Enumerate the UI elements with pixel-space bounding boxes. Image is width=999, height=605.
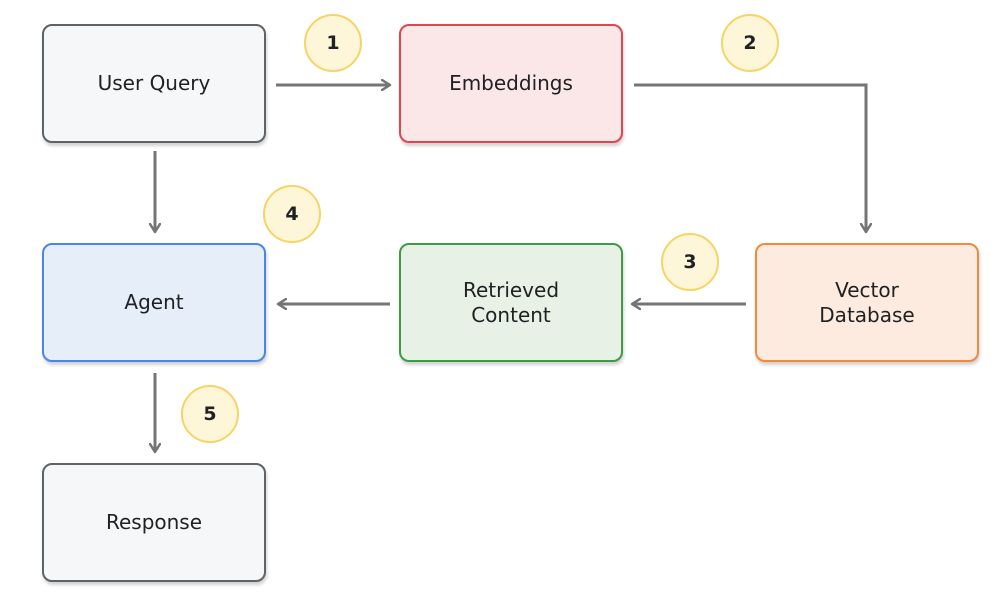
node-agent: Agent: [42, 243, 266, 362]
step-badge-1: 1: [304, 14, 362, 72]
node-response: Response: [42, 463, 266, 582]
node-retrieved-content: Retrieved Content: [399, 243, 623, 362]
node-agent-label: Agent: [124, 290, 184, 314]
step-badge-4: 4: [263, 185, 321, 243]
node-embeddings-label: Embeddings: [449, 71, 573, 95]
arrow-embeddings-to-vector-db: [634, 83, 866, 232]
node-response-label: Response: [105, 510, 203, 534]
step-badge-3: 3: [661, 233, 719, 291]
step-badge-5: 5: [181, 385, 239, 443]
node-user-query: User Query: [42, 24, 266, 143]
step-badge-2: 2: [721, 14, 779, 72]
node-embeddings: Embeddings: [399, 24, 623, 143]
node-vector-database: Vector Database: [755, 243, 979, 362]
node-retrieved-content-label: Retrieved Content: [462, 277, 560, 327]
node-user-query-label: User Query: [97, 71, 211, 95]
node-vector-database-label: Vector Database: [819, 277, 915, 327]
